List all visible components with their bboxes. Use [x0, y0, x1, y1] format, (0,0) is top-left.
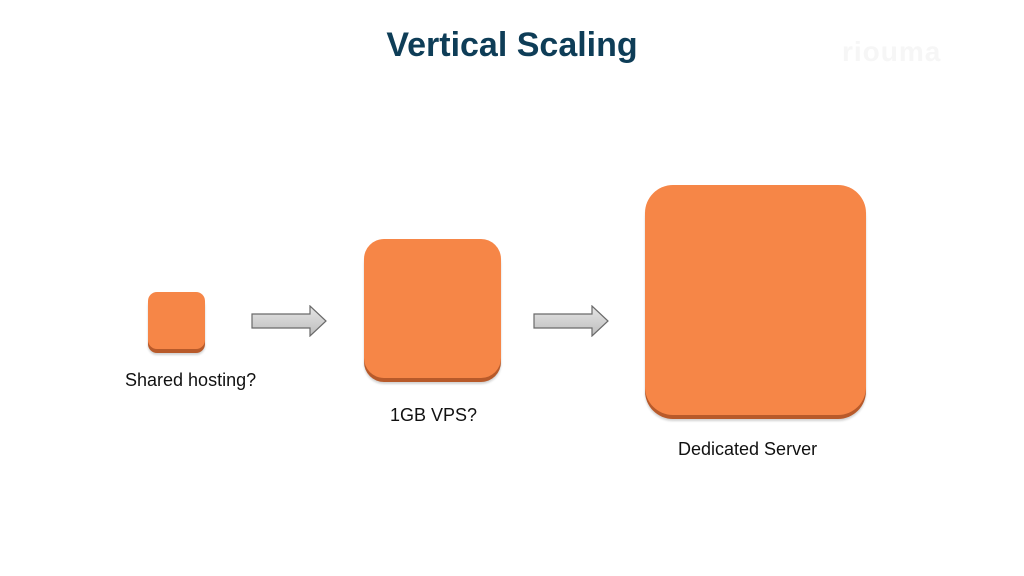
right-arrow-icon	[251, 305, 327, 337]
vps-server-icon	[364, 239, 501, 378]
dedicated-server-icon	[645, 185, 866, 415]
right-arrow-icon	[533, 305, 609, 337]
shared-hosting-label: Shared hosting?	[125, 370, 257, 390]
page-title: Vertical Scaling	[386, 26, 638, 64]
shared-hosting-server-icon	[148, 292, 205, 349]
dedicated-server-label: Dedicated Server	[678, 439, 818, 459]
watermark: riouma	[842, 36, 942, 67]
vps-label: 1GB VPS?	[390, 405, 478, 425]
